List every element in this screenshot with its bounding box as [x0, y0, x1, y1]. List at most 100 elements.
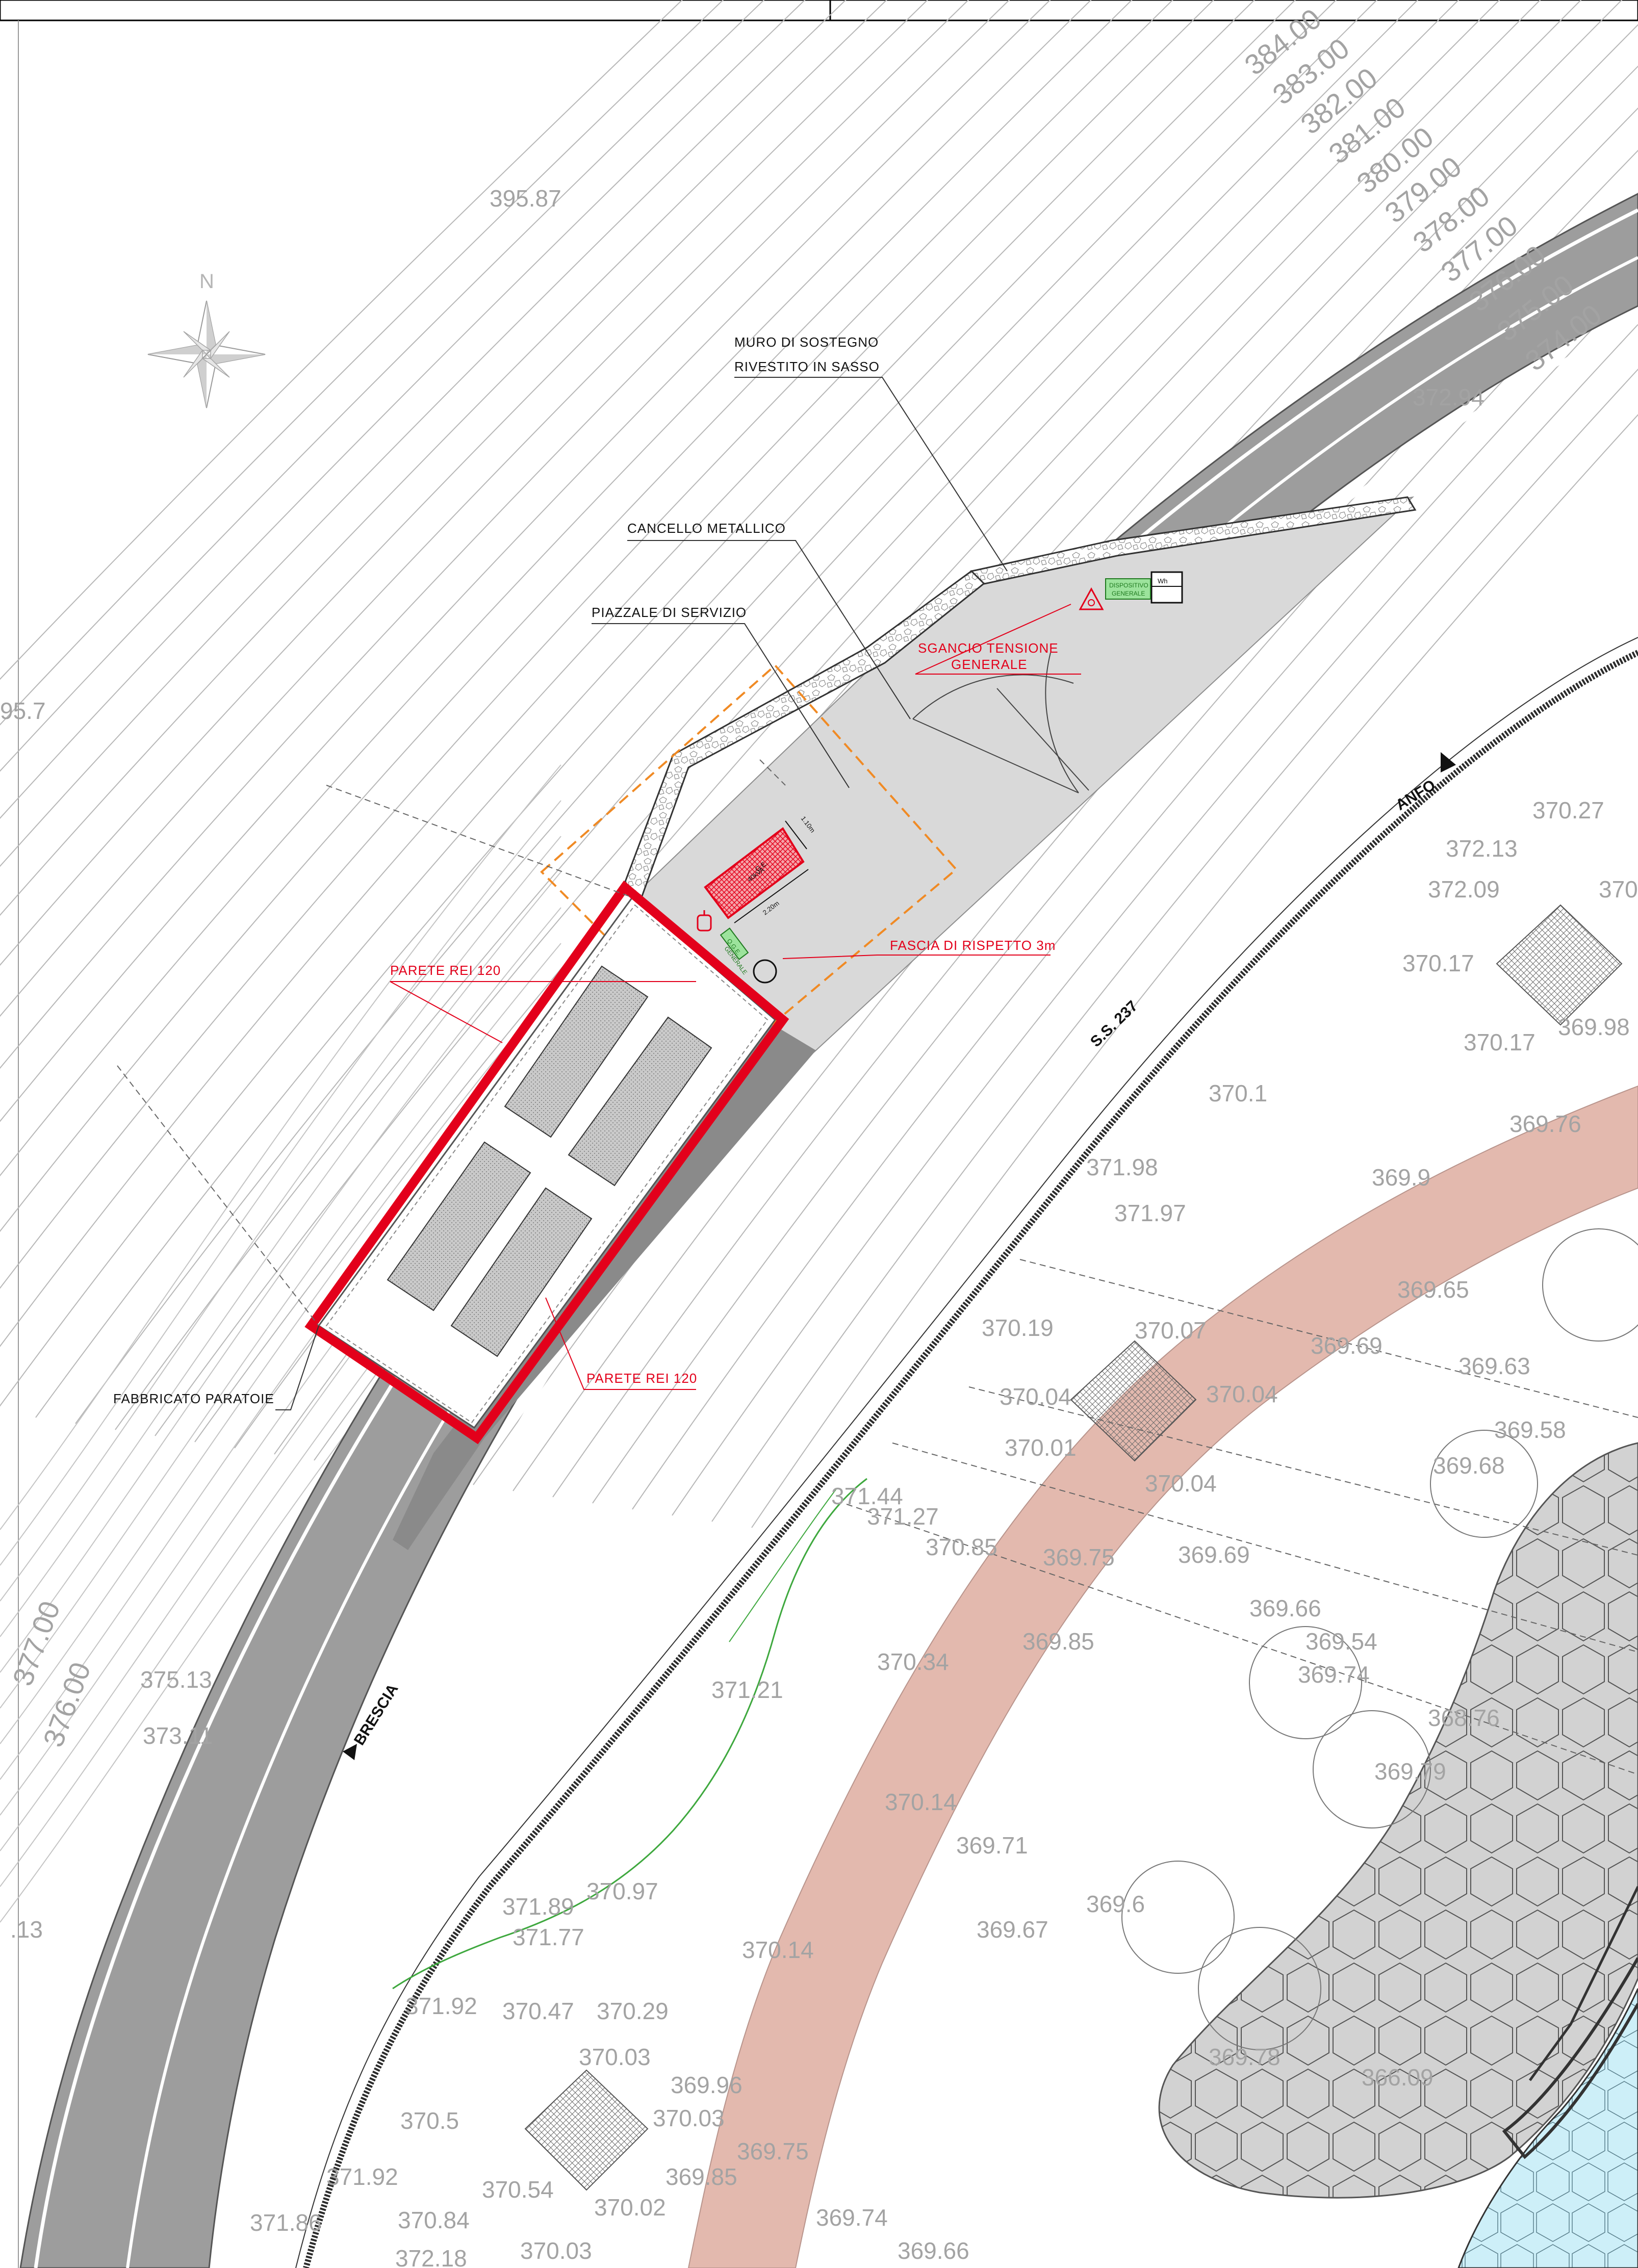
spot-elevation: 370.17	[1402, 950, 1474, 976]
spot-elevation: 369.76	[1509, 1111, 1581, 1137]
spot-elevation: 370.03	[579, 2044, 651, 2070]
contour-line	[35, 0, 1296, 1418]
spot-elevation: 369.68	[1433, 1452, 1505, 1479]
spot-elevation: 368.76	[1428, 1705, 1500, 1731]
spot-elevation: 370.34	[877, 1648, 949, 1675]
contour-line	[0, 943, 561, 1709]
metal-gate	[912, 652, 1089, 793]
general-device: DISPOSITIVO GENERALE	[1105, 578, 1151, 600]
spot-elevation: 370.27	[1532, 797, 1604, 823]
spot-elevation: 370.07	[1135, 1317, 1207, 1344]
road-name-label: S.S. 237	[1087, 997, 1141, 1050]
label-sgancio-line2: GENERALE	[951, 657, 1028, 672]
spot-elevation: 369.69	[1311, 1332, 1383, 1359]
contour-line	[0, 0, 806, 819]
spot-elevation: 369.63	[1458, 1353, 1530, 1379]
spot-elevation: 370.1	[1209, 1080, 1267, 1106]
svg-text:GENERALE: GENERALE	[1112, 590, 1145, 597]
survey-boundary-line-2	[729, 1488, 837, 1642]
contour-line	[0, 764, 561, 1530]
spot-elevation: 370.47	[502, 1998, 574, 2024]
contour-line	[0, 0, 1051, 1122]
spot-elevation: 366.09	[1362, 2064, 1434, 2091]
spot-elevation: 369.58	[1494, 1416, 1566, 1443]
spot-elevation: 372.09	[1428, 876, 1500, 903]
spot-elevation: 369.69	[1178, 1541, 1250, 1568]
spot-elevation: 370.5	[400, 2107, 459, 2134]
contour-line	[0, 800, 561, 1566]
spot-elevation: 371.98	[1086, 1154, 1158, 1180]
retaining-wall-stone-top	[969, 496, 1417, 585]
spot-elevation: 371.97	[1114, 1200, 1186, 1226]
spot-elevation: 370.01	[1005, 1434, 1077, 1461]
concrete-pads	[524, 904, 1623, 2191]
spot-elevation: 369.85	[1022, 1628, 1094, 1655]
spot-elevation: 371.44	[831, 1483, 903, 1509]
contour-line	[0, 0, 1010, 1069]
spot-elevation: 371.77	[513, 1924, 584, 1950]
spot-elevation: 370.17	[1599, 876, 1638, 903]
spot-elevation: 370.02	[594, 2194, 666, 2221]
label-sgancio-line1: SGANCIO TENSIONE	[918, 640, 1059, 656]
leader-lines	[275, 377, 1008, 1410]
contour-line	[672, 323, 1638, 1516]
contour-line	[0, 0, 1173, 1289]
contour-line	[0, 0, 683, 680]
spot-elevation: 371.21	[711, 1677, 783, 1703]
spot-elevation: 369.85	[666, 2163, 737, 2190]
contour-line	[751, 414, 1638, 1528]
rock-area	[1158, 1442, 1638, 2199]
arrow-right-icon	[1441, 752, 1456, 772]
spot-elevation: 375.13	[140, 1666, 212, 1693]
arrow-left-icon	[343, 1744, 357, 1760]
label-muro-line1: MURO DI SOSTEGNO	[734, 334, 879, 350]
spot-elevation: .13	[10, 1916, 43, 1943]
tree-symbols	[1121, 1228, 1638, 2050]
label-cancello: CANCELLO METALLICO	[627, 521, 786, 536]
spot-elevation: 370.04	[1206, 1381, 1278, 1407]
river-band	[687, 1085, 1638, 2268]
spot-elevation: 372.18	[395, 2245, 467, 2268]
contour-line	[0, 0, 1214, 1347]
spot-elevation: 369.98	[1558, 1014, 1630, 1040]
spot-elevation: 372.94	[1413, 384, 1485, 410]
spot-elevation: 370.29	[597, 1998, 669, 2024]
spot-elevation: 369.75	[1043, 1544, 1115, 1570]
spot-elevation: 369.78	[1209, 2044, 1281, 2070]
spot-elevation: 371.89	[502, 1893, 574, 1920]
guard-rail	[303, 650, 1638, 2268]
contour-line	[0, 871, 561, 1637]
spot-elevation: 369.96	[671, 2072, 743, 2098]
spot-elevation: 369.66	[1249, 1595, 1321, 1621]
contour-line	[115, 0, 1378, 1430]
north-arrow-icon: N	[147, 270, 266, 408]
channel-wall-inner	[1528, 1886, 1638, 2081]
spot-elevation: 370.03	[520, 2237, 592, 2264]
contour-line	[0, 978, 561, 1744]
extinguisher-icon	[697, 910, 712, 932]
contour-line	[711, 368, 1638, 1522]
spot-elevation: 369.75	[737, 2138, 809, 2164]
warning-triangle-icon	[1079, 587, 1104, 610]
hydrant-icon	[753, 959, 777, 984]
label-fascia: FASCIA DI RISPETTO 3m	[890, 938, 1056, 953]
spot-elevation: 370.14	[885, 1789, 957, 1815]
contour-line	[0, 907, 561, 1673]
spot-elevation: 369.71	[956, 1832, 1028, 1859]
contour-line	[0, 0, 724, 726]
guard-rail-outline	[295, 637, 1638, 2268]
spot-elevation: 371.27	[867, 1503, 939, 1530]
contour-line	[75, 0, 1337, 1424]
spot-elevation: 370.03	[653, 2105, 725, 2131]
spot-elevation: 372.13	[1446, 835, 1518, 862]
spot-elevation: 370.85	[926, 1534, 997, 1560]
spot-elevation: 369.67	[977, 1916, 1048, 1943]
contour-line	[0, 0, 969, 1017]
spot-elevation: 369.9	[1372, 1164, 1430, 1191]
spot-elevation: 369.74	[816, 2204, 888, 2231]
label-parete-bottom: PARETE REI 120	[586, 1371, 697, 1386]
contour-line	[0, 0, 1092, 1177]
spot-elevation: 369.54	[1306, 1628, 1377, 1655]
